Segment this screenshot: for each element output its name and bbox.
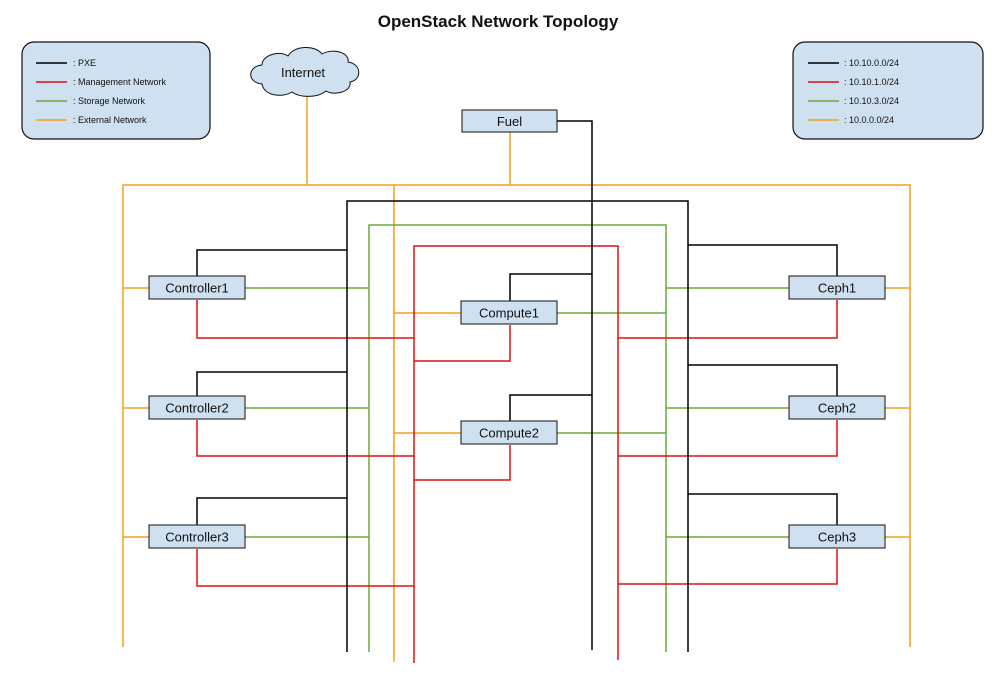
node-fuel-label: Fuel bbox=[497, 114, 522, 129]
internet-label: Internet bbox=[281, 65, 325, 80]
node-compute2-label: Compute2 bbox=[479, 426, 539, 441]
node-controller3-box[interactable] bbox=[148, 524, 246, 549]
node-controller2-label: Controller2 bbox=[165, 401, 229, 416]
node-fuel[interactable]: Fuel bbox=[461, 109, 558, 133]
diagram-title: OpenStack Network Topology bbox=[378, 12, 619, 31]
node-ceph2-label: Ceph2 bbox=[818, 401, 856, 416]
legend-storage-label: : Storage Network bbox=[73, 96, 146, 106]
ceph1-management-link bbox=[618, 300, 838, 339]
compute2-pxe-link bbox=[509, 394, 592, 421]
internet-cloud: Internet bbox=[250, 47, 360, 97]
node-controller2-box[interactable] bbox=[148, 395, 246, 420]
node-controller1-box[interactable] bbox=[148, 275, 246, 300]
node-fuel-box[interactable] bbox=[461, 109, 558, 133]
node-controller1[interactable]: Controller1 bbox=[148, 275, 246, 300]
controller3-management-link bbox=[196, 549, 414, 587]
controller3-pxe-link bbox=[196, 497, 347, 525]
ceph3-management-link bbox=[618, 549, 838, 585]
external-bus bbox=[122, 184, 911, 647]
node-ceph3-label: Ceph3 bbox=[818, 530, 856, 545]
management-network-wires bbox=[196, 245, 838, 663]
ceph3-pxe-link bbox=[688, 493, 838, 525]
legend-subnet-storage-label: : 10.10.3.0/24 bbox=[844, 96, 899, 106]
node-compute2-box[interactable] bbox=[460, 420, 558, 445]
controller1-management-link bbox=[196, 300, 414, 339]
ceph2-pxe-link bbox=[688, 364, 838, 396]
node-ceph1-label: Ceph1 bbox=[818, 281, 856, 296]
controller2-management-link bbox=[196, 420, 414, 457]
legend-external-label: : External Network bbox=[73, 115, 147, 125]
node-ceph3-box[interactable] bbox=[788, 524, 886, 549]
node-ceph1[interactable]: Ceph1 bbox=[788, 275, 886, 300]
node-controller3[interactable]: Controller3 bbox=[148, 524, 246, 549]
node-compute1-label: Compute1 bbox=[479, 306, 539, 321]
pxe-bus bbox=[346, 200, 689, 652]
legend-subnets: : 10.10.0.0/24 : 10.10.1.0/24 : 10.10.3.… bbox=[792, 41, 984, 140]
node-ceph2-box[interactable] bbox=[788, 395, 886, 420]
node-compute1-box[interactable] bbox=[460, 300, 558, 325]
node-ceph1-box[interactable] bbox=[788, 275, 886, 300]
compute2-management-link bbox=[414, 445, 511, 481]
legend-subnet-management-label: : 10.10.1.0/24 bbox=[844, 77, 899, 87]
legend-pxe-label: : PXE bbox=[73, 58, 96, 68]
legend-networks: : PXE : Management Network : Storage Net… bbox=[21, 41, 211, 140]
node-controller1-label: Controller1 bbox=[165, 281, 229, 296]
node-compute2[interactable]: Compute2 bbox=[460, 420, 558, 445]
external-network-wires bbox=[122, 92, 911, 662]
legend-subnet-external-label: : 10.0.0.0/24 bbox=[844, 115, 894, 125]
node-compute1[interactable]: Compute1 bbox=[460, 300, 558, 325]
legend-networks-box bbox=[21, 41, 211, 140]
pxe-network-wires bbox=[196, 120, 838, 652]
ceph1-pxe-link bbox=[688, 244, 838, 276]
ceph2-management-link bbox=[618, 420, 838, 457]
management-bus bbox=[413, 245, 619, 663]
controller1-pxe-link bbox=[196, 249, 347, 276]
node-ceph3[interactable]: Ceph3 bbox=[788, 524, 886, 549]
node-controller2[interactable]: Controller2 bbox=[148, 395, 246, 420]
compute1-pxe-link bbox=[509, 273, 592, 301]
node-ceph2[interactable]: Ceph2 bbox=[788, 395, 886, 420]
storage-network-wires bbox=[245, 224, 789, 652]
legend-subnet-pxe-label: : 10.10.0.0/24 bbox=[844, 58, 899, 68]
legend-subnets-box bbox=[792, 41, 984, 140]
node-controller3-label: Controller3 bbox=[165, 530, 229, 545]
compute1-management-link bbox=[414, 325, 511, 362]
controller2-pxe-link bbox=[196, 371, 347, 396]
legend-management-label: : Management Network bbox=[73, 77, 167, 87]
fuel-pxe-trunk bbox=[557, 120, 593, 650]
cloud-icon bbox=[250, 47, 360, 97]
storage-bus bbox=[368, 224, 667, 652]
